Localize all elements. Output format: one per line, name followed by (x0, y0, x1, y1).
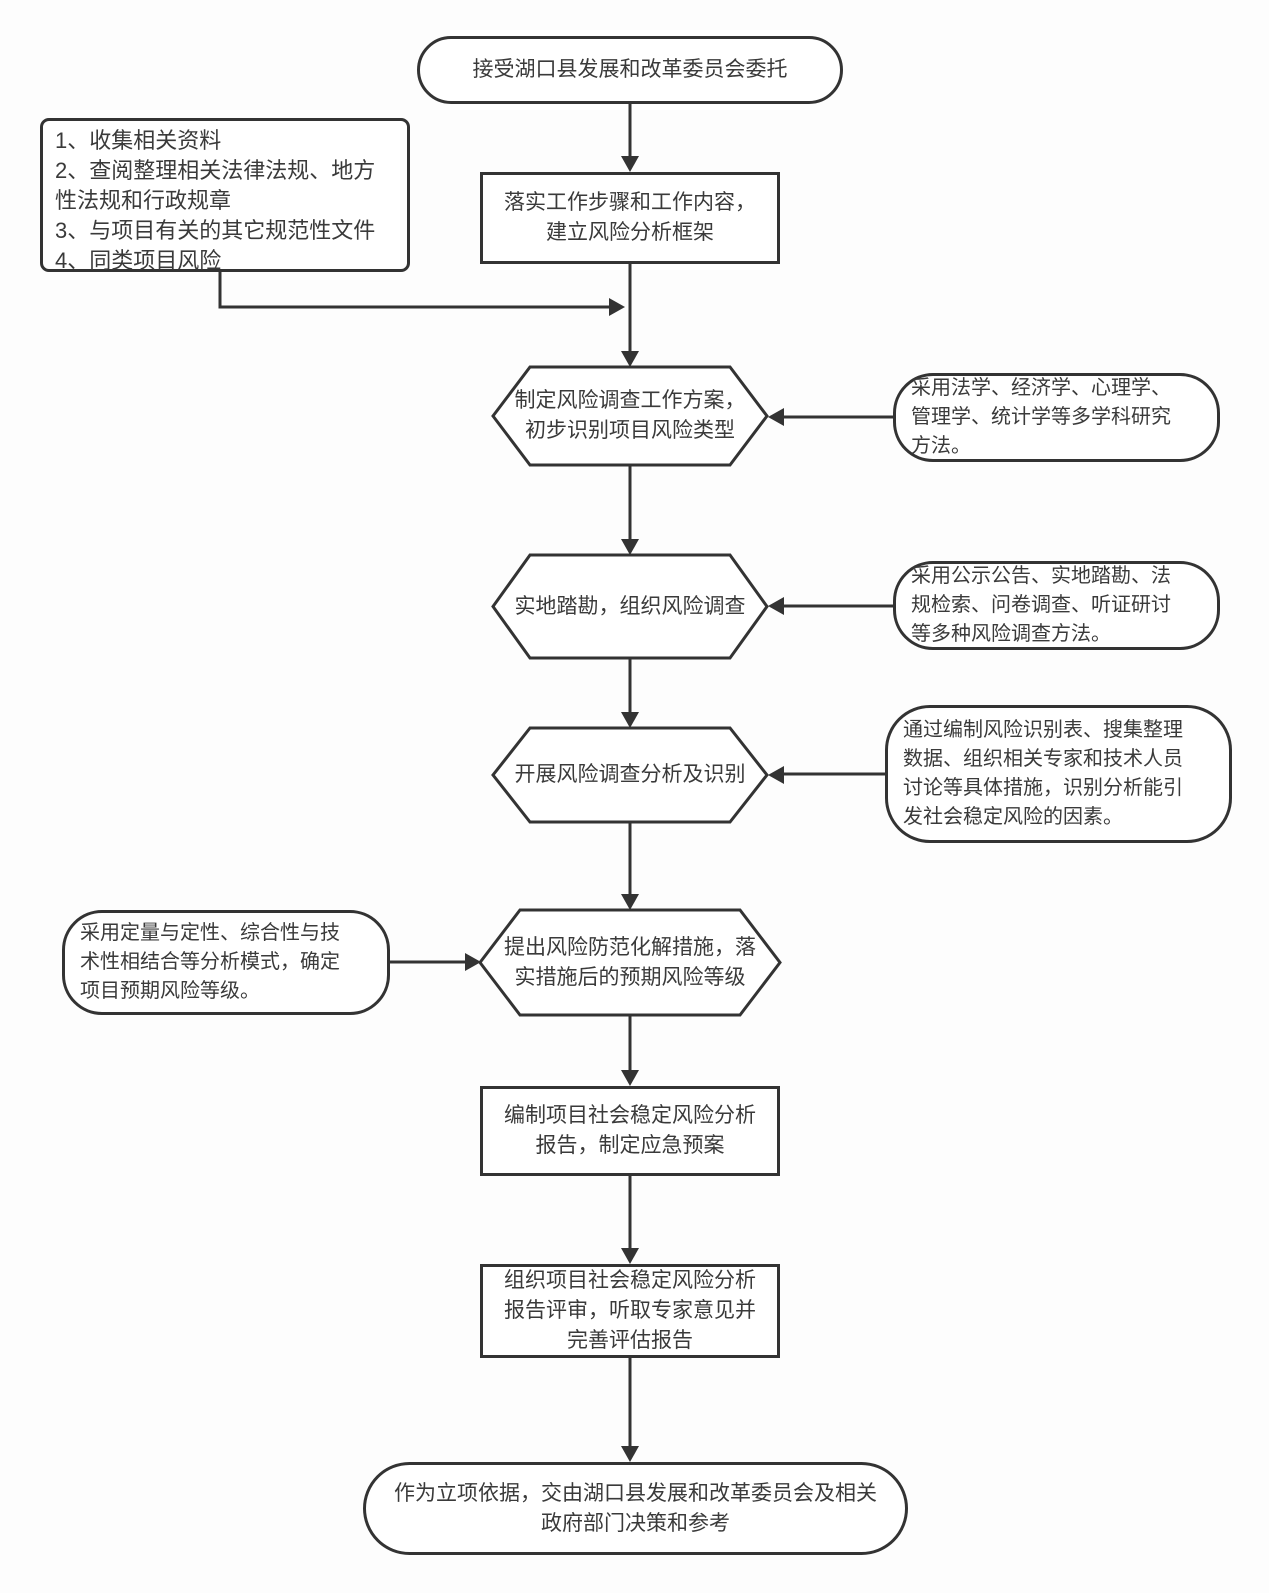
node-label: 采用法学、经济学、心理学、管理学、统计学等多学科研究方法。 (911, 377, 1171, 457)
start-terminator: 接受湖口县发展和改革委员会委托 (417, 36, 843, 104)
node-label: 落实工作步骤和工作内容，建立风险分析框架 (504, 191, 756, 244)
end-terminator: 作为立项依据，交由湖口县发展和改革委员会及相关政府部门决策和参考 (363, 1462, 908, 1555)
hexagon-shape (478, 908, 782, 1017)
node-label: 采用定量与定性、综合性与技术性相结合等分析模式，确定项目预期风险等级。 (80, 922, 340, 1002)
node-label: 编制项目社会稳定风险分析报告，制定应急预案 (504, 1104, 756, 1157)
hexagon-shape (491, 553, 769, 660)
risk-grade-note: 采用定量与定性、综合性与技术性相结合等分析模式，确定项目预期风险等级。 (62, 910, 390, 1015)
analysis-hexagon: 开展风险调查分析及识别 (491, 726, 769, 824)
node-label: 实地踏勘，组织风险调查 (514, 594, 746, 618)
node-label: 开展风险调查分析及识别 (514, 763, 746, 786)
node-label: 制定风险调查工作方案，初步识别项目风险类型 (514, 389, 746, 442)
node-label: 作为立项依据，交由湖口县发展和改革委员会及相关政府部门决策和参考 (394, 1481, 877, 1535)
hexagon-shape (491, 726, 769, 824)
review-step: 组织项目社会稳定风险分析报告评审，听取专家意见并完善评估报告 (480, 1264, 780, 1358)
list-item: 2、查阅整理相关法律法规、地方性法规和行政规章 (55, 158, 376, 213)
research-methods-note: 采用法学、经济学、心理学、管理学、统计学等多学科研究方法。 (893, 373, 1220, 462)
work-framework-step: 落实工作步骤和工作内容，建立风险分析框架 (480, 172, 780, 264)
identification-note: 通过编制风险识别表、搜集整理数据、组织相关专家和技术人员讨论等具体措施，识别分析… (885, 705, 1232, 843)
node-label: 组织项目社会稳定风险分析报告评审，听取专家意见并完善评估报告 (504, 1269, 756, 1352)
hexagon-shape (491, 365, 769, 467)
list-item: 3、与项目有关的其它规范性文件 (55, 218, 376, 243)
measures-hexagon: 提出风险防范化解措施，落实措施后的预期风险等级 (478, 908, 782, 1017)
list-item: 4、同类项目风险 (55, 248, 222, 273)
materials-list-box: 1、收集相关资料 2、查阅整理相关法律法规、地方性法规和行政规章 3、与项目有关… (40, 118, 410, 273)
plan-hexagon: 制定风险调查工作方案，初步识别项目风险类型 (491, 365, 769, 467)
node-label: 提出风险防范化解措施，落实措施后的预期风险等级 (504, 935, 756, 989)
survey-methods-note: 采用公示公告、实地踏勘、法规检索、问卷调查、听证研讨等多种风险调查方法。 (893, 561, 1220, 650)
list-item: 1、收集相关资料 (55, 128, 222, 153)
site-survey-hexagon: 实地踏勘，组织风险调查 (491, 553, 769, 660)
node-label: 采用公示公告、实地踏勘、法规检索、问卷调查、听证研讨等多种风险调查方法。 (911, 565, 1171, 645)
materials-list: 1、收集相关资料 2、查阅整理相关法律法规、地方性法规和行政规章 3、与项目有关… (43, 121, 407, 281)
node-label: 接受湖口县发展和改革委员会委托 (472, 58, 788, 81)
report-step: 编制项目社会稳定风险分析报告，制定应急预案 (480, 1086, 780, 1176)
node-label: 通过编制风险识别表、搜集整理数据、组织相关专家和技术人员讨论等具体措施，识别分析… (903, 719, 1183, 828)
